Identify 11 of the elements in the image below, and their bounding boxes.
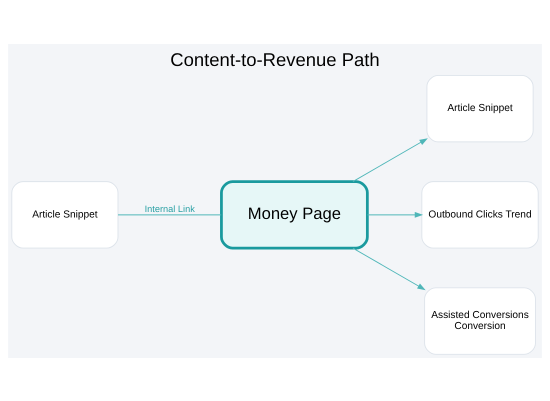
node-box: Outbound Clicks Trend [421,180,539,248]
arrow [352,247,426,290]
node-box: Money Page [220,180,369,249]
arrow [366,211,424,218]
connector [118,214,222,215]
node-box: Article Snippet [11,180,118,248]
arrow [352,138,428,182]
edge-label: Internal Link [144,204,195,214]
diagram-title: Content-to-Revenue Path [170,48,380,70]
node-box: Article Snippet [426,74,534,142]
node-box: Assisted Conversions Conversion [424,286,536,354]
